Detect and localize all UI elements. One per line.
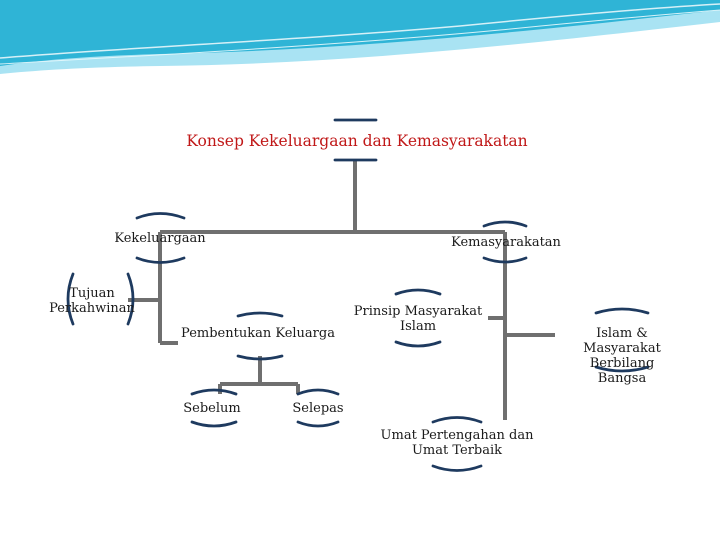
bracket-prinsip-top [394,288,442,296]
bracket-umat-top [431,416,483,424]
bracket-islam-bangsa-top [594,307,650,315]
bracket-kemasyarakatan-top [482,220,528,228]
bracket-sebelum-top [190,388,238,396]
bracket-kemasyarakatan-bottom [482,256,528,264]
banner-wave-highlight-2 [0,9,720,65]
bracket-kekeluargaan-top [135,212,186,220]
node-kemasyarakatan: Kemasyarakatan [451,235,561,250]
node-sebelum: Sebelum [183,401,241,416]
bracket-islam-bangsa-bottom [594,365,650,373]
diagram-title: Konsep Kekeluargaan dan Kemasyarakatan [186,132,528,150]
banner-wave-main [0,0,720,66]
node-prinsip-masyarakat-islam: Prinsip Masyarakat Islam [353,304,483,334]
node-selepas: Selepas [292,401,344,416]
bracket-tujuan-left [66,272,75,326]
bracket-kekeluargaan-bottom [135,256,186,264]
node-pembentukan-keluarga: Pembentukan Keluarga [181,326,335,341]
node-islam-masyarakat-berbilang-bangsa: Islam & Masyarakat Berbilang Bangsa [583,326,661,386]
bracket-tujuan-right [126,272,135,326]
bracket-pembentukan-top [236,311,284,318]
node-tujuan-perkahwinan: Tujuan Perkahwinan [49,286,135,316]
node-umat-pertengahan: Umat Pertengahan dan Umat Terbaik [380,428,534,458]
bracket-selepas-top [296,388,340,396]
bracket-pembentukan-bottom [236,354,284,361]
bracket-prinsip-bottom [394,340,442,348]
node-kekeluargaan: Kekeluargaan [114,231,206,246]
bracket-sebelum-bottom [190,420,238,428]
header-wave-banner [0,0,720,74]
banner-wave-highlight [0,3,720,59]
bracket-selepas-bottom [296,420,340,428]
bracket-umat-bottom [431,464,483,472]
